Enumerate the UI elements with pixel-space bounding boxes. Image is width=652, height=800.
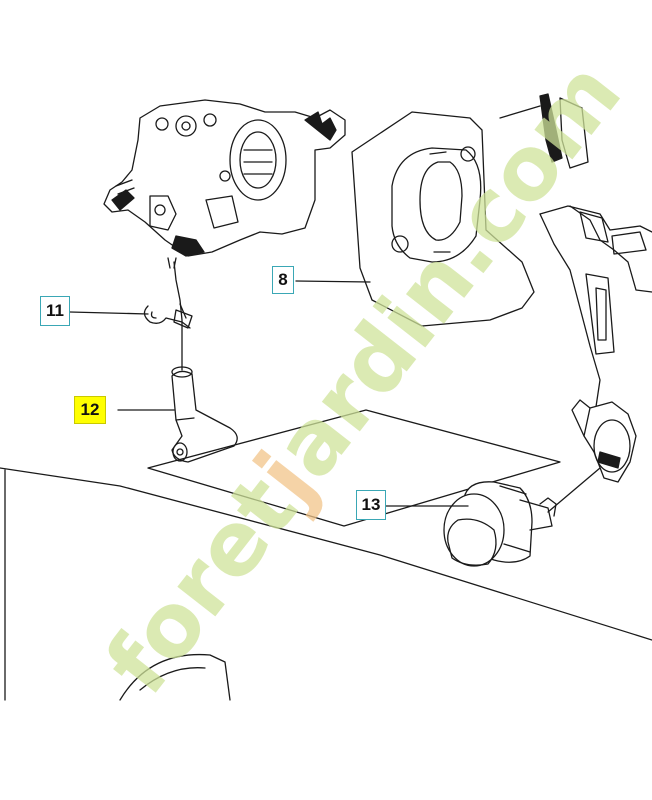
crankcase-outline [0, 467, 652, 701]
carburetor [103, 99, 346, 269]
part-12-elbow-hose [171, 366, 238, 463]
handle-housing [499, 93, 652, 483]
leader-lines [69, 280, 469, 507]
part-13-primer-bulb [443, 467, 601, 567]
part-11-clip [143, 303, 193, 329]
leader-8 [295, 280, 371, 283]
part-8-gasket-plate [351, 111, 535, 327]
callout-11[interactable]: 11 [40, 296, 70, 326]
leader-11 [69, 311, 149, 315]
callout-13[interactable]: 13 [356, 490, 386, 520]
callout-12[interactable]: 12 [74, 396, 106, 424]
placement-outline [147, 409, 561, 527]
fuel-line-wire [173, 261, 183, 371]
watermark-text: foretjardin.com [85, 42, 640, 713]
callout-8[interactable]: 8 [272, 266, 294, 294]
watermark: foretjardin.com [85, 42, 640, 713]
